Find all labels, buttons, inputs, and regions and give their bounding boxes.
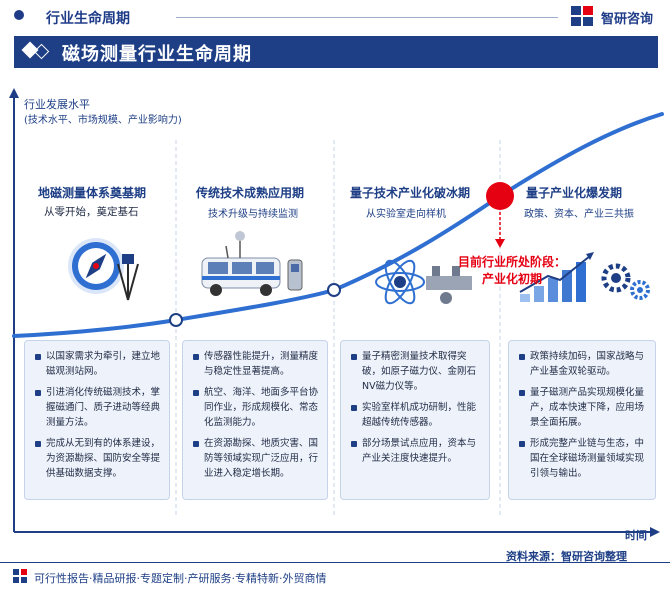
lifecycle-diagram: [9, 88, 664, 537]
stage-3-bullet: 部分场景试点应用，资本与产业关注度快速提升。: [351, 436, 481, 466]
logo-text: 智研咨询: [601, 12, 654, 27]
stage-2-bullet: 在资源勘探、地质灾害、国防等领域实现广泛应用，行业进入稳定增长期。: [193, 436, 319, 481]
stage-node-2: [327, 283, 341, 297]
page-title: 磁场测量行业生命周期: [62, 44, 252, 65]
y-axis-title: 行业发展水平: [24, 98, 90, 111]
current-stage-node: [486, 182, 514, 210]
stage-4-subtitle: 政策、资本、产业三共振: [524, 209, 634, 220]
stage-1-title: 地磁测量体系奠基期: [38, 186, 147, 200]
stage-1-card: 以国家需求为牵引，建立地磁观测站网。 引进消化传统磁测技术，掌握磁通门、质子进动…: [24, 340, 170, 500]
pointer-arrow-icon: [495, 239, 505, 248]
current-stage-line2: 产业化初期: [481, 272, 542, 286]
stage-1-subtitle: 从零开始，奠定基石: [44, 206, 139, 218]
footer-divider: [0, 562, 670, 563]
stage-1-bullet: 完成从无到有的体系建设，为资源勘探、国防安全等提供基础数据支撑。: [35, 436, 161, 481]
footer-logo-icon: [13, 569, 27, 583]
stage-4-title: 量子产业化爆发期: [526, 186, 623, 200]
header-bullet-dot: [14, 10, 24, 20]
stage-2-bullet: 传感器性能提升，测量精度与稳定性显著提高。: [193, 349, 319, 379]
stage-3-bullet: 量子精密测量技术取得突破，如原子磁力仪、金刚石NV磁力仪等。: [351, 349, 481, 394]
stage-1-bullet: 以国家需求为牵引，建立地磁观测站网。: [35, 349, 161, 379]
gears-icon: [601, 263, 650, 300]
stage-4-bullet: 政策持续加码，国家战略与产业基金双轮驱动。: [519, 349, 647, 379]
stage-node-1: [169, 313, 183, 327]
stage-4-bullet: 量子磁测产品实现规模化量产，成本快速下降，应用场景全面拓展。: [519, 385, 647, 430]
logo-icon: [571, 6, 593, 26]
stage-4-card: 政策持续加码，国家战略与产业基金双轮驱动。 量子磁测产品实现规模化量产，成本快速…: [508, 340, 656, 500]
stage-3-card: 量子精密测量技术取得突破，如原子磁力仪、金刚石NV磁力仪等。 实验室样机成功研制…: [340, 340, 490, 500]
stage-2-card: 传感器性能提升，测量精度与稳定性显著提高。 航空、海洋、地面多平台协同作业，形成…: [182, 340, 328, 500]
stage-2-bullet: 航空、海洋、地面多平台协同作业，形成规模化、常态化监测能力。: [193, 385, 319, 430]
stage-3-title: 量子技术产业化破冰期: [350, 186, 471, 200]
stage-1-bullet: 引进消化传统磁测技术，掌握磁通门、质子进动等经典测量方法。: [35, 385, 161, 430]
current-stage-label: 目前行业所处阶段： 产业化初期: [450, 254, 574, 288]
current-stage-line1: 目前行业所处阶段：: [457, 255, 566, 269]
footer-services: 可行性报告·精品研报·专题定制·产研服务·专精特新·外贸商情: [34, 572, 327, 585]
source-note: 资料来源：智研咨询整理: [506, 550, 627, 563]
stage-4-bullet: 形成完整产业链与生态，中国在全球磁场测量领域实现引领与输出。: [519, 436, 647, 481]
stage-2-title: 传统技术成熟应用期: [196, 186, 305, 200]
survey-van-icon: [201, 231, 303, 296]
growth-bars-icon: [519, 252, 594, 302]
section-title: 行业生命周期: [46, 11, 130, 27]
stage-3-subtitle: 从实验室走向样机: [366, 209, 446, 220]
stage-2-subtitle: 技术升级与持续监测: [208, 209, 298, 220]
y-axis-subtitle: (技术水平、市场规模、产业影响力): [24, 115, 182, 126]
growth-curve: [12, 112, 664, 338]
header-divider: [176, 17, 558, 18]
x-axis-arrow-icon: [650, 527, 660, 537]
title-banner: [14, 36, 658, 68]
stage-3-bullet: 实验室样机成功研制，性能超越传统传感器。: [351, 400, 481, 430]
atom-icon: [375, 259, 472, 305]
compass-icon: [68, 238, 139, 301]
x-axis-title: 时间: [625, 529, 647, 542]
y-axis-arrow-icon: [9, 88, 19, 98]
